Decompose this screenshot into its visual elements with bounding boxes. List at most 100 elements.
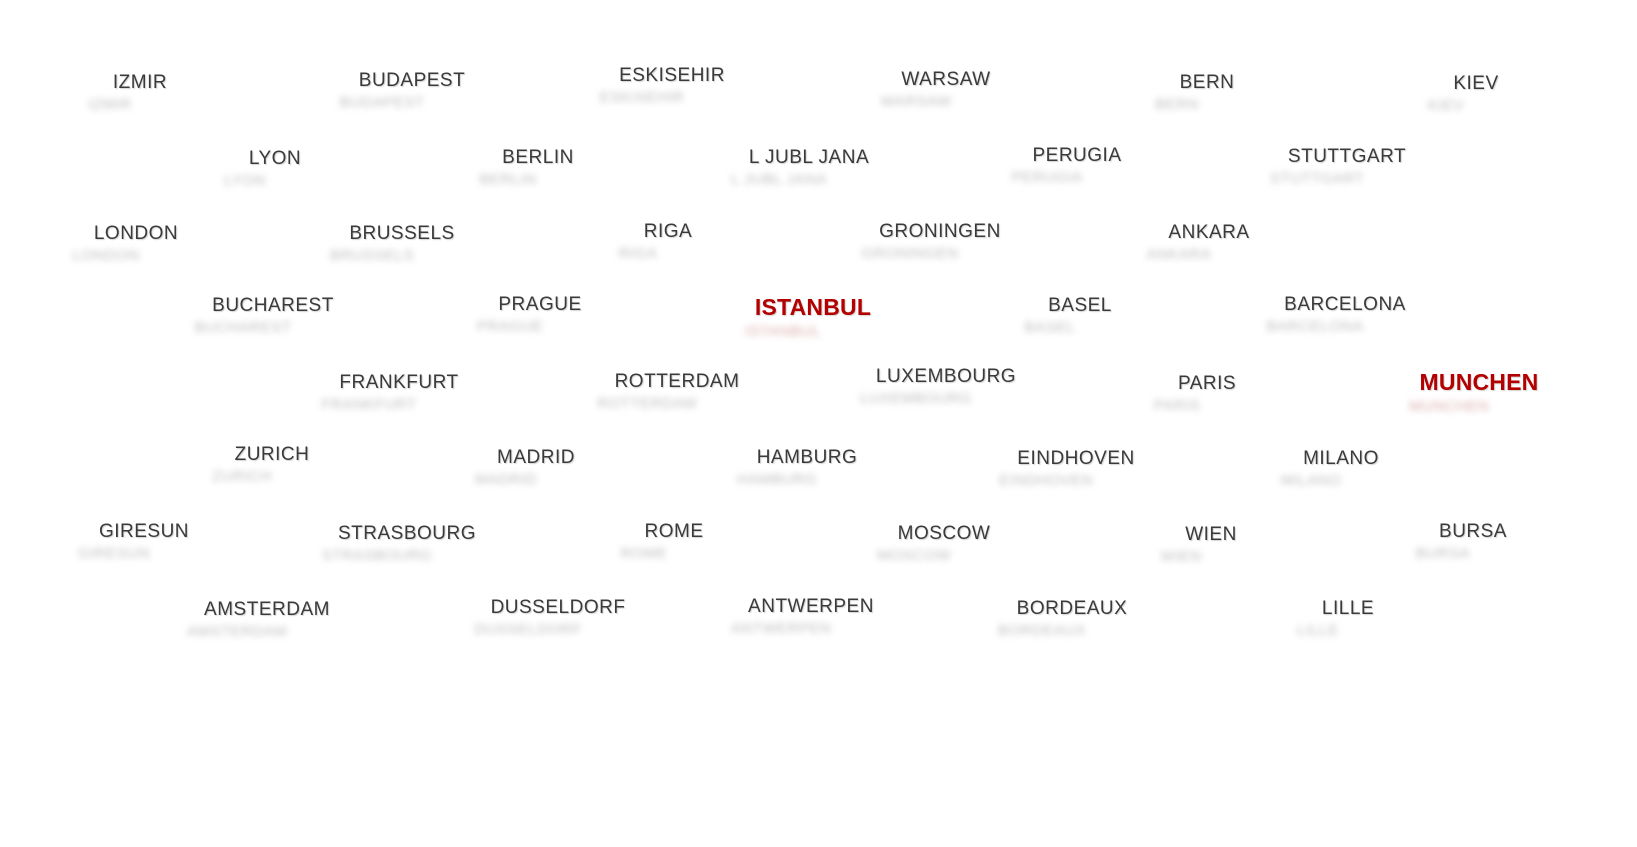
city-label: PRAGUE bbox=[498, 294, 582, 315]
city-eindhoven: EINDHOVEN EINDHOVEN bbox=[999, 448, 1135, 489]
city-shadow-text: BURSA bbox=[1415, 545, 1471, 562]
city-label: BORDEAUX bbox=[1016, 598, 1128, 619]
city-bursa: BURSA BURSA bbox=[1416, 521, 1507, 562]
city-label: STUTTGART bbox=[1287, 146, 1407, 167]
city-kiev: KIEV KIEV bbox=[1428, 73, 1499, 114]
city-shadow-text: GRONINGEN bbox=[861, 245, 959, 262]
city-label: FRANKFURT bbox=[339, 372, 459, 393]
city-shadow-text: LUXEMBOURG bbox=[860, 390, 972, 407]
city-shadow-text: LONDON bbox=[72, 247, 140, 264]
city-label: ISTANBUL bbox=[754, 294, 872, 320]
city-shadow-text: KIEV bbox=[1427, 97, 1465, 114]
city-shadow-text: STRASBOURG bbox=[321, 547, 432, 564]
city-label: L JUBL JANA bbox=[748, 147, 870, 168]
city-shadow-text: MUNCHEN bbox=[1408, 398, 1490, 415]
city-shadow-text: ZURICH bbox=[212, 468, 272, 485]
city-berlin: BERLIN BERLIN bbox=[479, 147, 574, 188]
city-label: EINDHOVEN bbox=[1017, 448, 1135, 469]
city-label: LILLE bbox=[1321, 598, 1375, 619]
city-wien: WIEN WIEN bbox=[1160, 524, 1237, 565]
city-label: BRUSSELS bbox=[349, 223, 455, 244]
city-shadow-text: MOSCOW bbox=[877, 547, 951, 564]
city-giresun: GIRESUN GIRESUN bbox=[78, 521, 190, 562]
city-rotterdam: ROTTERDAM ROTTERDAM bbox=[597, 371, 740, 412]
city-shadow-text: FRANKFURT bbox=[321, 396, 417, 413]
city-shadow-text: ESKISEHIR bbox=[599, 89, 685, 106]
city-shadow-text: BERN bbox=[1155, 96, 1199, 113]
city-shadow-text: AMSTERDAM bbox=[186, 623, 288, 640]
city-label: PERUGIA bbox=[1032, 145, 1122, 166]
city-label: ROME bbox=[644, 521, 704, 542]
city-rome: ROME ROME bbox=[621, 521, 704, 562]
city-label: ROTTERDAM bbox=[614, 371, 740, 392]
city-zurich: ZURICH ZURICH bbox=[212, 444, 310, 485]
city-label: BASEL bbox=[1048, 295, 1112, 316]
city-label: DUSSELDORF bbox=[490, 597, 626, 618]
city-shadow-text: ANTWERPEN bbox=[730, 620, 832, 637]
city-label: MILANO bbox=[1303, 448, 1379, 469]
city-shadow-text: RIGA bbox=[618, 245, 658, 262]
city-label: BUCHAREST bbox=[212, 295, 334, 316]
city-label: RIGA bbox=[643, 221, 693, 242]
city-label: MUNCHEN bbox=[1419, 369, 1539, 395]
city-antwerpen: ANTWERPEN ANTWERPEN bbox=[731, 596, 874, 637]
city-madrid: MADRID MADRID bbox=[475, 447, 575, 488]
city-shadow-text: WIEN bbox=[1160, 548, 1202, 565]
city-label: BURSA bbox=[1439, 521, 1507, 542]
city-london: LONDON LONDON bbox=[72, 223, 179, 264]
city-label: BERLIN bbox=[502, 147, 574, 168]
city-munchen: MUNCHEN MUNCHEN bbox=[1409, 369, 1539, 415]
city-label: BARCELONA bbox=[1284, 294, 1406, 315]
city-label: PARIS bbox=[1177, 373, 1237, 394]
city-shadow-text: IZMIR bbox=[88, 96, 132, 113]
city-shadow-text: BUDAPEST bbox=[339, 94, 425, 111]
city-shadow-text: LILLE bbox=[1297, 622, 1339, 639]
city-bordeaux: BORDEAUX BORDEAUX bbox=[998, 598, 1128, 639]
city-shadow-text: EINDHOVEN bbox=[999, 472, 1093, 489]
city-shadow-text: BORDEAUX bbox=[997, 622, 1087, 639]
city-shadow-text: ROME bbox=[620, 545, 668, 562]
city-shadow-text: L JUBL JANA bbox=[730, 171, 828, 188]
city-stuttgart: STUTTGART STUTTGART bbox=[1270, 146, 1407, 187]
city-label: LONDON bbox=[93, 223, 179, 244]
city-label: STRASBOURG bbox=[337, 523, 477, 544]
city-shadow-text: BRUSSELS bbox=[329, 247, 415, 264]
city-label: ANTWERPEN bbox=[748, 596, 874, 617]
city-shadow-text: HAMBURG bbox=[736, 471, 818, 488]
city-label: KIEV bbox=[1453, 73, 1499, 94]
city-shadow-text: MADRID bbox=[474, 471, 538, 488]
city-hamburg: HAMBURG HAMBURG bbox=[737, 447, 858, 488]
city-label: ESKISEHIR bbox=[619, 65, 725, 86]
city-frankfurt: FRANKFURT FRANKFURT bbox=[321, 372, 459, 413]
city-shadow-text: BUCHAREST bbox=[194, 319, 292, 336]
city-label: HAMBURG bbox=[756, 447, 858, 468]
city-shadow-text: ANKARA bbox=[1146, 246, 1212, 263]
city-label: MADRID bbox=[497, 447, 575, 468]
city-shadow-text: ROTTERDAM bbox=[597, 395, 697, 412]
city-shadow-text: GIRESUN bbox=[78, 545, 150, 562]
city-label: GIRESUN bbox=[98, 521, 190, 542]
city-shadow-text: PERUGIA bbox=[1011, 169, 1083, 186]
city-strasbourg: STRASBOURG STRASBOURG bbox=[322, 523, 477, 564]
city-label: IZMIR bbox=[112, 72, 168, 93]
city-brussels: BRUSSELS BRUSSELS bbox=[330, 223, 455, 264]
city-shadow-text: STUTTGART bbox=[1269, 170, 1365, 187]
city-label: WIEN bbox=[1185, 524, 1237, 545]
city-izmir: IZMIR IZMIR bbox=[88, 72, 168, 113]
city-label: ZURICH bbox=[234, 444, 310, 465]
city-shadow-text: BERLIN bbox=[479, 171, 537, 188]
